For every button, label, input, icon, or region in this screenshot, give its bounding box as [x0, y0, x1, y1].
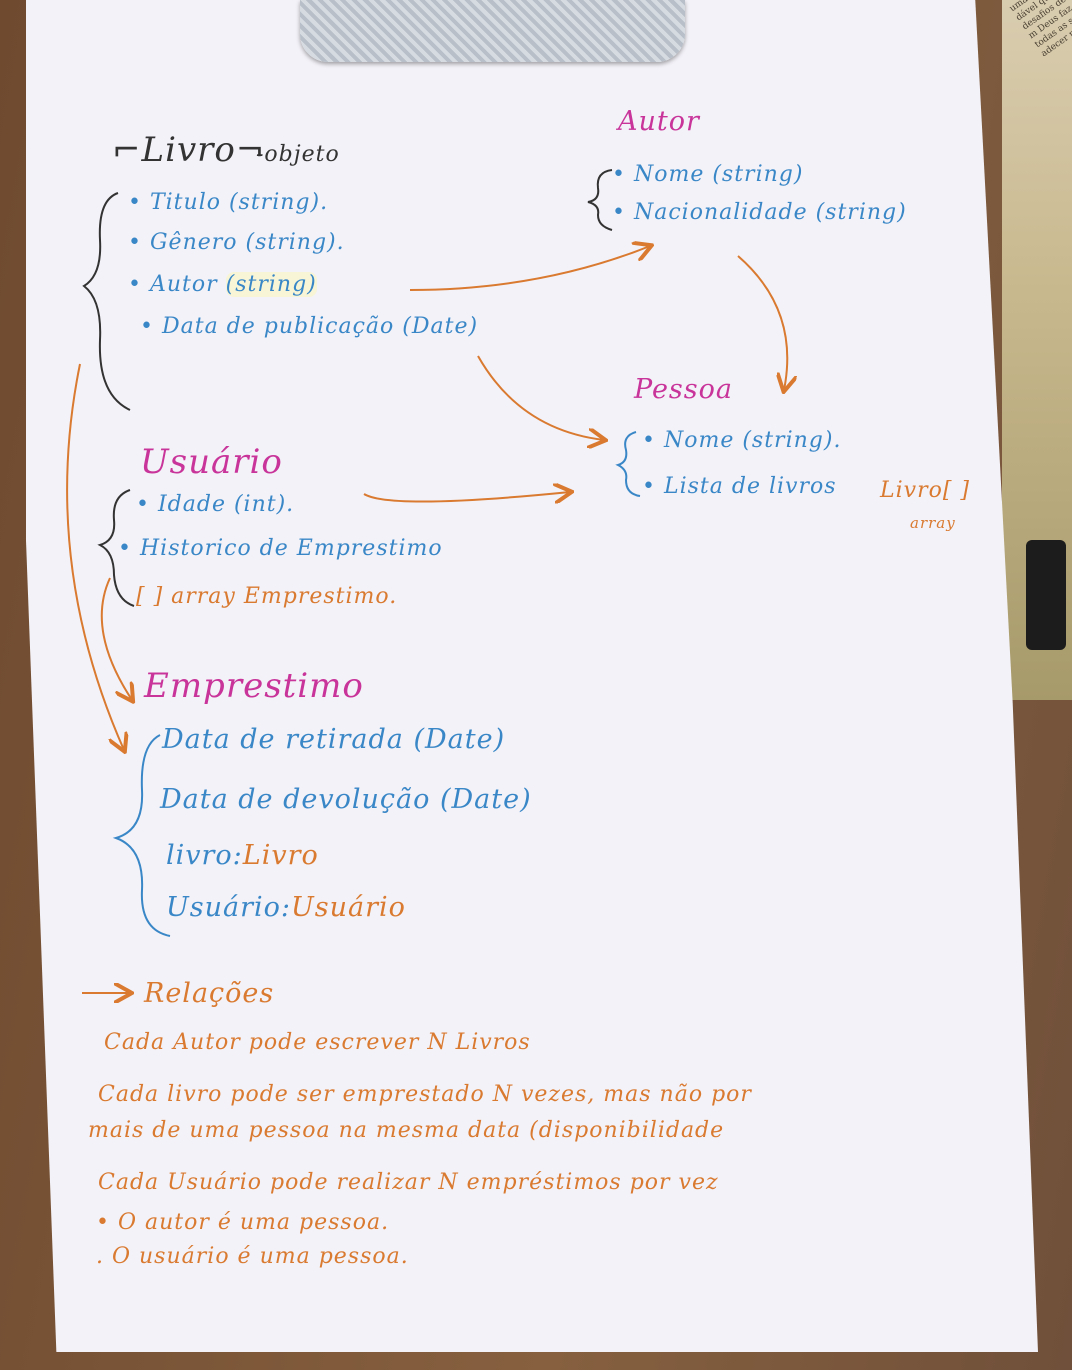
paper-sheet [26, 0, 1038, 1352]
pessoa-field-nome: • Nome (string). [642, 428, 842, 453]
livro-title-text: Livro [141, 130, 236, 170]
arrow-usuario-pessoa [363, 492, 570, 502]
livro-field-autor-type: (string) [225, 272, 317, 297]
usuario-field-idade: • Idade (int). [136, 492, 295, 517]
relacoes-line: . O usuário é uma pessoa. [96, 1244, 409, 1269]
relacoes-title: Relações [144, 978, 275, 1009]
autor-brace [587, 169, 613, 231]
emprestimo-field-livro-type: Livro [242, 840, 319, 871]
usuario-brace [97, 489, 135, 607]
emprestimo-field-devolucao: Data de devolução (Date) [160, 784, 532, 815]
binder-ring [1026, 540, 1066, 650]
emprestimo-field-livro-label: livro: [166, 840, 243, 871]
pessoa-field-lista-note: array [910, 514, 956, 532]
emprestimo-brace [112, 734, 171, 937]
livro-brace [82, 192, 131, 411]
emprestimo-field-usuario: Usuário:Usuário [166, 892, 406, 923]
livro-field-genero: • Gênero (string). [128, 230, 345, 255]
relacoes-line: • O autor é uma pessoa. [96, 1210, 390, 1235]
autor-field-nome: • Nome (string) [612, 162, 804, 187]
usuario-field-array: [ ] array Emprestimo. [136, 584, 398, 609]
relacoes-line: Cada Autor pode escrever N Livros [104, 1030, 531, 1055]
pessoa-brace [615, 431, 641, 497]
arrow-autor-pessoa [737, 255, 787, 390]
emprestimo-title: Emprestimo [144, 666, 364, 706]
arrow-livro-pessoa [477, 355, 604, 440]
usuario-field-historico: • Historico de Emprestimo [118, 536, 443, 561]
livro-field-autor: • Autor (string) [128, 272, 317, 297]
emprestimo-field-devolucao-label: Data de devolução [160, 784, 431, 815]
livro-title: ⌐Livro¬ [112, 130, 266, 170]
relacoes-line: Cada livro pode ser emprestado N vezes, … [98, 1082, 752, 1107]
livro-field-titulo: • Titulo (string). [128, 190, 329, 215]
pessoa-field-lista-type: Livro[ ] [880, 478, 970, 503]
emprestimo-field-livro: livro:Livro [166, 840, 319, 871]
emprestimo-field-retirada-label: Data de retirada [162, 724, 404, 755]
pessoa-field-lista: • Lista de livros [642, 474, 837, 499]
emprestimo-field-usuario-label: Usuário: [166, 892, 291, 923]
usuario-title: Usuário [140, 442, 283, 482]
metal-clip [300, 0, 685, 62]
livro-field-data-publicacao: • Data de publicação (Date) [140, 314, 479, 339]
arrow-livro-emprestimo [66, 363, 124, 750]
livro-field-autor-label: • Autor [128, 272, 218, 297]
autor-field-nacionalidade: • Nacionalidade (string) [612, 200, 907, 225]
arrow-usuario-emprestimo [100, 577, 132, 700]
emprestimo-field-retirada-type: (Date) [413, 724, 506, 755]
emprestimo-field-retirada: Data de retirada (Date) [162, 724, 505, 755]
pessoa-title: Pessoa [634, 374, 733, 405]
arrow-autor [409, 246, 650, 291]
relacoes-line: mais de uma pessoa na mesma data (dispon… [88, 1118, 725, 1143]
autor-title: Autor [618, 106, 700, 137]
emprestimo-field-usuario-type: Usuário [291, 892, 406, 923]
emprestimo-field-devolucao-type: (Date) [439, 784, 532, 815]
livro-suffix: -objeto [256, 142, 340, 167]
relacoes-line: Cada Usuário pode realizar N empréstimos… [98, 1170, 719, 1195]
